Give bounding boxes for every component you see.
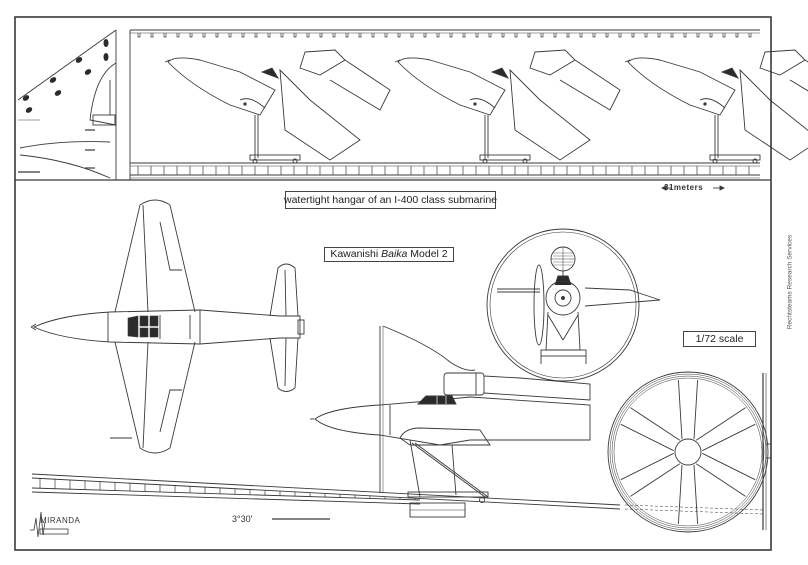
rivet bbox=[683, 33, 687, 38]
rivet bbox=[371, 33, 375, 38]
rivet bbox=[475, 33, 479, 38]
model-title-name: Baika bbox=[381, 248, 408, 261]
dimension-arrows bbox=[660, 185, 726, 191]
rivet bbox=[644, 33, 648, 38]
rivet bbox=[527, 33, 531, 38]
model-title-suffix: Model 2 bbox=[407, 248, 448, 261]
ramp-angle-label: 3°30' bbox=[232, 514, 253, 524]
rivet bbox=[722, 33, 726, 38]
stowed-aircraft bbox=[624, 49, 808, 164]
hangar-side-section bbox=[15, 29, 808, 181]
rivet bbox=[579, 33, 583, 38]
stowed-aircraft bbox=[164, 49, 391, 164]
rivet bbox=[709, 33, 713, 38]
length-dimension-label: 31meters bbox=[664, 183, 704, 192]
rivet bbox=[423, 33, 427, 38]
rivet bbox=[358, 33, 362, 38]
logo-label: MIRANDA bbox=[40, 516, 81, 525]
rivet bbox=[319, 33, 323, 38]
rivet bbox=[618, 33, 622, 38]
rivet bbox=[436, 33, 440, 38]
rivet bbox=[748, 33, 752, 38]
door-spoke bbox=[620, 452, 680, 497]
door-spoke bbox=[677, 379, 699, 440]
credit-label: Rechtsteams Research Services bbox=[786, 234, 794, 330]
door-spoke bbox=[677, 464, 699, 525]
rivet bbox=[514, 33, 518, 38]
model-title-prefix: Kawanishi bbox=[330, 248, 382, 261]
rivet bbox=[592, 33, 596, 38]
rivet bbox=[696, 33, 700, 38]
rivet bbox=[150, 33, 154, 38]
miranda-logo-icon bbox=[30, 511, 69, 538]
plan-view bbox=[30, 199, 305, 454]
door-spoke bbox=[696, 452, 756, 497]
scale-label: 1/72 scale bbox=[683, 331, 756, 347]
rivet bbox=[488, 33, 492, 38]
rivet bbox=[241, 33, 245, 38]
door-spoke bbox=[696, 407, 756, 452]
rivet bbox=[462, 33, 466, 38]
rivet bbox=[293, 33, 297, 38]
hangar-caption: watertight hangar of an I-400 class subm… bbox=[284, 191, 497, 209]
side-view-launch bbox=[31, 325, 621, 520]
rivet bbox=[384, 33, 388, 38]
rivet bbox=[163, 33, 167, 38]
rivet bbox=[215, 33, 219, 38]
rivet bbox=[670, 33, 674, 38]
sheet-border bbox=[14, 16, 772, 551]
front-view bbox=[486, 228, 661, 382]
rivet bbox=[280, 33, 284, 38]
rivet bbox=[553, 33, 557, 38]
rivet bbox=[566, 33, 570, 38]
rivet bbox=[657, 33, 661, 38]
rivet bbox=[267, 33, 271, 38]
door-spoke bbox=[620, 407, 680, 452]
rivet bbox=[228, 33, 232, 38]
rivet bbox=[202, 33, 206, 38]
rivet bbox=[449, 33, 453, 38]
rivet bbox=[735, 33, 739, 38]
hangar-door bbox=[607, 371, 772, 533]
rivet bbox=[605, 33, 609, 38]
rivet bbox=[176, 33, 180, 38]
model-title: Kawanishi Baika Model 2 bbox=[324, 247, 454, 262]
rivet bbox=[254, 33, 258, 38]
rivet bbox=[410, 33, 414, 38]
rivet bbox=[332, 33, 336, 38]
rivet bbox=[189, 33, 193, 38]
rivet bbox=[501, 33, 505, 38]
rivet bbox=[306, 33, 310, 38]
rivet bbox=[540, 33, 544, 38]
stowed-aircraft bbox=[394, 49, 621, 164]
rivet bbox=[137, 33, 141, 38]
rivet bbox=[631, 33, 635, 38]
rivet bbox=[397, 33, 401, 38]
rivet bbox=[345, 33, 349, 38]
